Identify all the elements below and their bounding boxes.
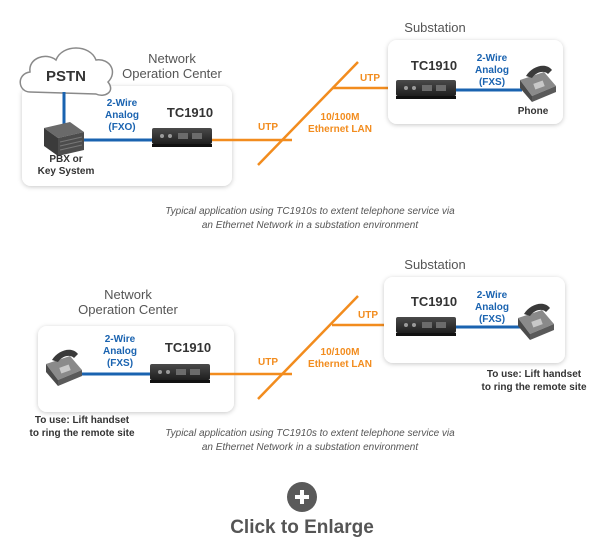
bottom-sub-label: Substation xyxy=(404,257,465,272)
bottom-noc-label-line1: Network xyxy=(104,287,152,302)
bottom-sub-link-line2: Analog xyxy=(475,302,509,313)
bottom-noc-device-icon xyxy=(150,364,210,383)
top-noc-device-label: TC1910 xyxy=(167,105,213,120)
top-lan-backbone xyxy=(257,61,359,166)
bottom-lan-backbone xyxy=(257,295,359,400)
bottom-caption-line1: Typical application using TC1910s to ext… xyxy=(165,428,455,439)
pbx-label-line1: PBX or xyxy=(49,154,82,165)
top-sub-device-icon xyxy=(396,80,456,99)
top-noc-label-line2: Operation Center xyxy=(122,66,222,81)
top-sub-label: Substation xyxy=(404,20,465,35)
top-phone-label: Phone xyxy=(518,106,549,117)
pbx-icon xyxy=(44,122,84,156)
top-sub-link-line3: (FXS) xyxy=(479,77,505,88)
top-noc-link-line1: 2-Wire xyxy=(107,98,138,109)
top-diagram: Network Operation Center PSTN PBX or Key… xyxy=(19,20,563,231)
bottom-lan-label-line1: 10/100M xyxy=(321,347,360,358)
bottom-sub-phone-icon xyxy=(518,303,554,340)
bottom-noc-note-line2: to ring the remote site xyxy=(29,428,134,439)
bottom-noc-utp-label: UTP xyxy=(258,357,278,368)
top-phone-icon xyxy=(520,65,556,102)
bottom-noc-link-line3: (FXS) xyxy=(107,358,133,369)
bottom-sub-box xyxy=(384,277,565,363)
top-noc-link-line3: (FXO) xyxy=(108,122,135,133)
top-noc-box xyxy=(22,86,232,186)
pstn-cloud-icon xyxy=(19,47,114,96)
top-sub-link-line2: Analog xyxy=(475,65,509,76)
top-sub-link-line1: 2-Wire xyxy=(477,53,508,64)
bottom-noc-phone-icon xyxy=(46,349,82,386)
top-sub-box xyxy=(388,40,563,124)
top-noc-utp-label: UTP xyxy=(258,122,278,133)
bottom-sub-device-icon xyxy=(396,317,456,336)
bottom-lan-label-line2: Ethernet LAN xyxy=(308,359,372,370)
bottom-caption-line2: an Ethernet Network in a substation envi… xyxy=(202,442,419,453)
top-caption-line1: Typical application using TC1910s to ext… xyxy=(165,206,455,217)
bottom-noc-device-label: TC1910 xyxy=(165,340,211,355)
enlarge-button[interactable]: Click to Enlarge xyxy=(230,482,374,538)
pbx-label-line2: Key System xyxy=(38,166,95,177)
top-lan-label-line2: Ethernet LAN xyxy=(308,124,372,135)
bottom-noc-label-line2: Operation Center xyxy=(78,302,178,317)
bottom-sub-note-line2: to ring the remote site xyxy=(481,382,586,393)
top-noc-link-line2: Analog xyxy=(105,110,139,121)
top-noc-device-icon xyxy=(152,128,212,147)
bottom-sub-link-line1: 2-Wire xyxy=(477,290,508,301)
bottom-sub-device-label: TC1910 xyxy=(411,294,457,309)
bottom-sub-note-line1: To use: Lift handset xyxy=(487,369,582,380)
bottom-noc-note-line1: To use: Lift handset xyxy=(35,415,130,426)
bottom-sub-utp-label: UTP xyxy=(358,310,378,321)
pstn-label: PSTN xyxy=(46,68,86,85)
bottom-noc-box xyxy=(38,326,234,412)
bottom-sub-link-line3: (FXS) xyxy=(479,314,505,325)
top-caption-line2: an Ethernet Network in a substation envi… xyxy=(202,220,419,231)
top-noc-label-line1: Network xyxy=(148,51,196,66)
top-lan-label-line1: 10/100M xyxy=(321,112,360,123)
plus-icon-vertical xyxy=(300,490,304,504)
top-sub-device-label: TC1910 xyxy=(411,58,457,73)
enlarge-label[interactable]: Click to Enlarge xyxy=(230,517,374,538)
bottom-noc-link-line2: Analog xyxy=(103,346,137,357)
bottom-noc-link-line1: 2-Wire xyxy=(105,334,136,345)
top-sub-utp-label: UTP xyxy=(360,73,380,84)
bottom-diagram: Network Operation Center 2-Wire Analog (… xyxy=(29,257,586,453)
